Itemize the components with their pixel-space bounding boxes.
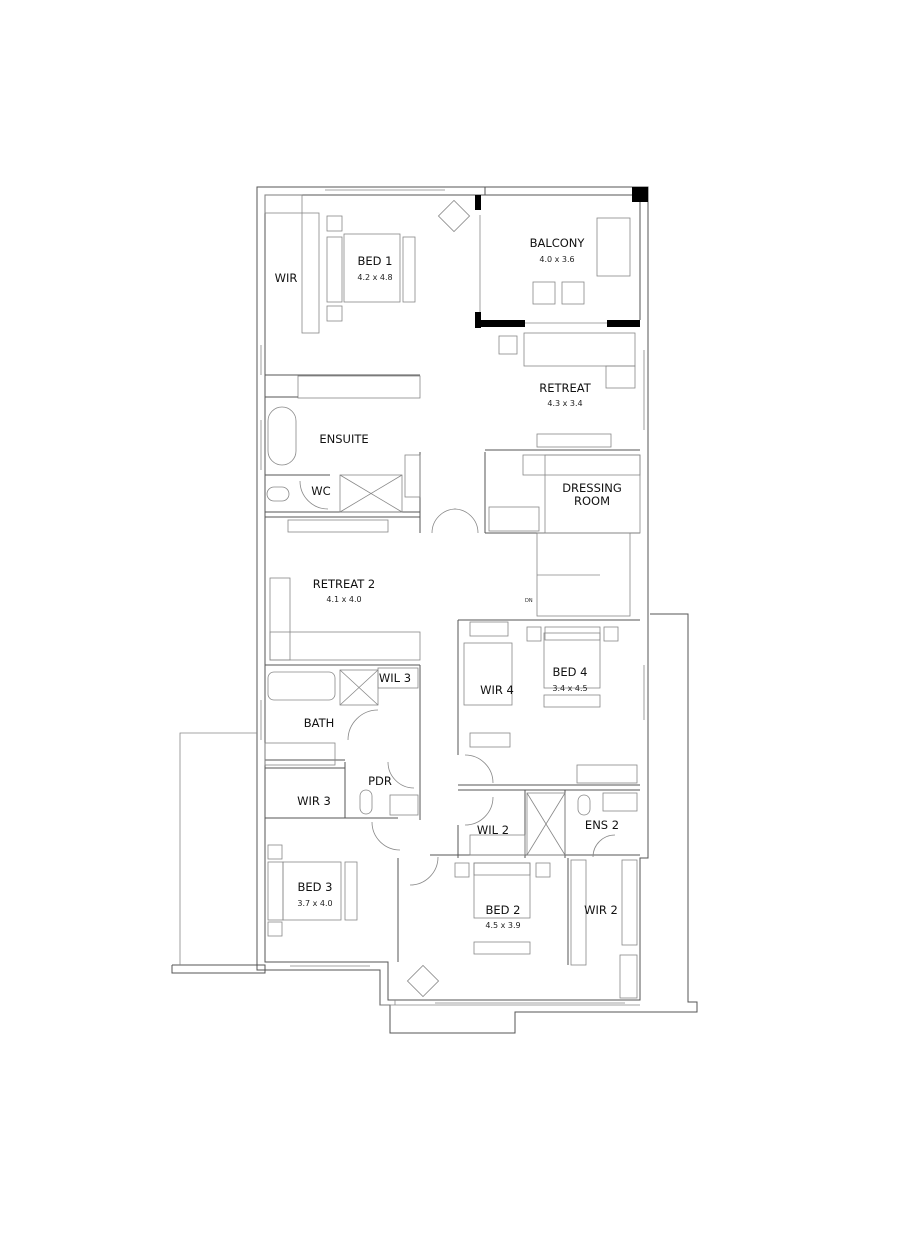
shower xyxy=(339,474,403,513)
balcony-posts xyxy=(475,187,648,328)
room-label-wil2: WIL 2 xyxy=(477,823,509,837)
room-size-bed1: 4.2 x 4.8 xyxy=(357,273,392,282)
room-labels: WIR BED 1 4.2 x 4.8 BALCONY 4.0 x 3.6 RE… xyxy=(275,236,622,930)
bathtub xyxy=(267,406,297,466)
room-label-wir4: WIR 4 xyxy=(480,683,514,697)
room-label-balcony: BALCONY xyxy=(530,236,586,250)
room-label-wir2: WIR 2 xyxy=(584,903,618,917)
room-size-bed3: 3.7 x 4.0 xyxy=(297,899,332,908)
toilet xyxy=(577,794,591,816)
staircase xyxy=(536,532,631,617)
armchair xyxy=(406,964,440,998)
room-size-balcony: 4.0 x 3.6 xyxy=(539,255,574,264)
room-size-retreat2: 4.1 x 4.0 xyxy=(326,595,361,604)
room-label-bed1: BED 1 xyxy=(358,254,393,268)
room-size-bed2: 4.5 x 3.9 xyxy=(485,921,520,930)
furniture xyxy=(264,194,641,999)
bed xyxy=(282,861,342,921)
room-label-ens2: ENS 2 xyxy=(585,818,619,832)
room-label-bed4: BED 4 xyxy=(553,665,588,679)
room-label-ensuite: ENSUITE xyxy=(319,432,368,446)
room-label-bath: BATH xyxy=(304,716,335,730)
bathtub xyxy=(267,671,336,701)
room-size-bed4: 3.4 x 4.5 xyxy=(552,684,587,693)
room-label-wil3: WIL 3 xyxy=(379,671,411,685)
room-label-dressing: DRESSING xyxy=(562,481,622,495)
armchair xyxy=(437,199,471,233)
room-label-pdr: PDR xyxy=(368,774,392,788)
sofa xyxy=(523,332,636,367)
room-label-wir3: WIR 3 xyxy=(297,794,331,808)
bed xyxy=(543,632,601,689)
sofa xyxy=(269,577,291,661)
toilet xyxy=(266,486,290,502)
room-label-wc: WC xyxy=(311,484,330,498)
sofa xyxy=(596,217,631,277)
shower xyxy=(526,792,566,856)
room-label-dressing-room: ROOM xyxy=(574,494,610,508)
bed xyxy=(343,233,401,303)
room-label-retreat: RETREAT xyxy=(539,381,592,395)
room-label-wir: WIR xyxy=(275,271,298,285)
room-size-retreat: 4.3 x 3.4 xyxy=(547,399,582,408)
wardrobe xyxy=(301,212,320,334)
exterior-walls xyxy=(171,186,698,1034)
room-label-retreat2: RETREAT 2 xyxy=(313,577,376,591)
room-label-bed3: BED 3 xyxy=(298,880,333,894)
vanity xyxy=(602,792,638,812)
vanity xyxy=(264,742,336,766)
toilet xyxy=(359,789,373,815)
wardrobe xyxy=(264,194,303,214)
vanity xyxy=(389,794,419,816)
room-label-bed2: BED 2 xyxy=(486,903,521,917)
stair-label: DN xyxy=(525,598,533,604)
